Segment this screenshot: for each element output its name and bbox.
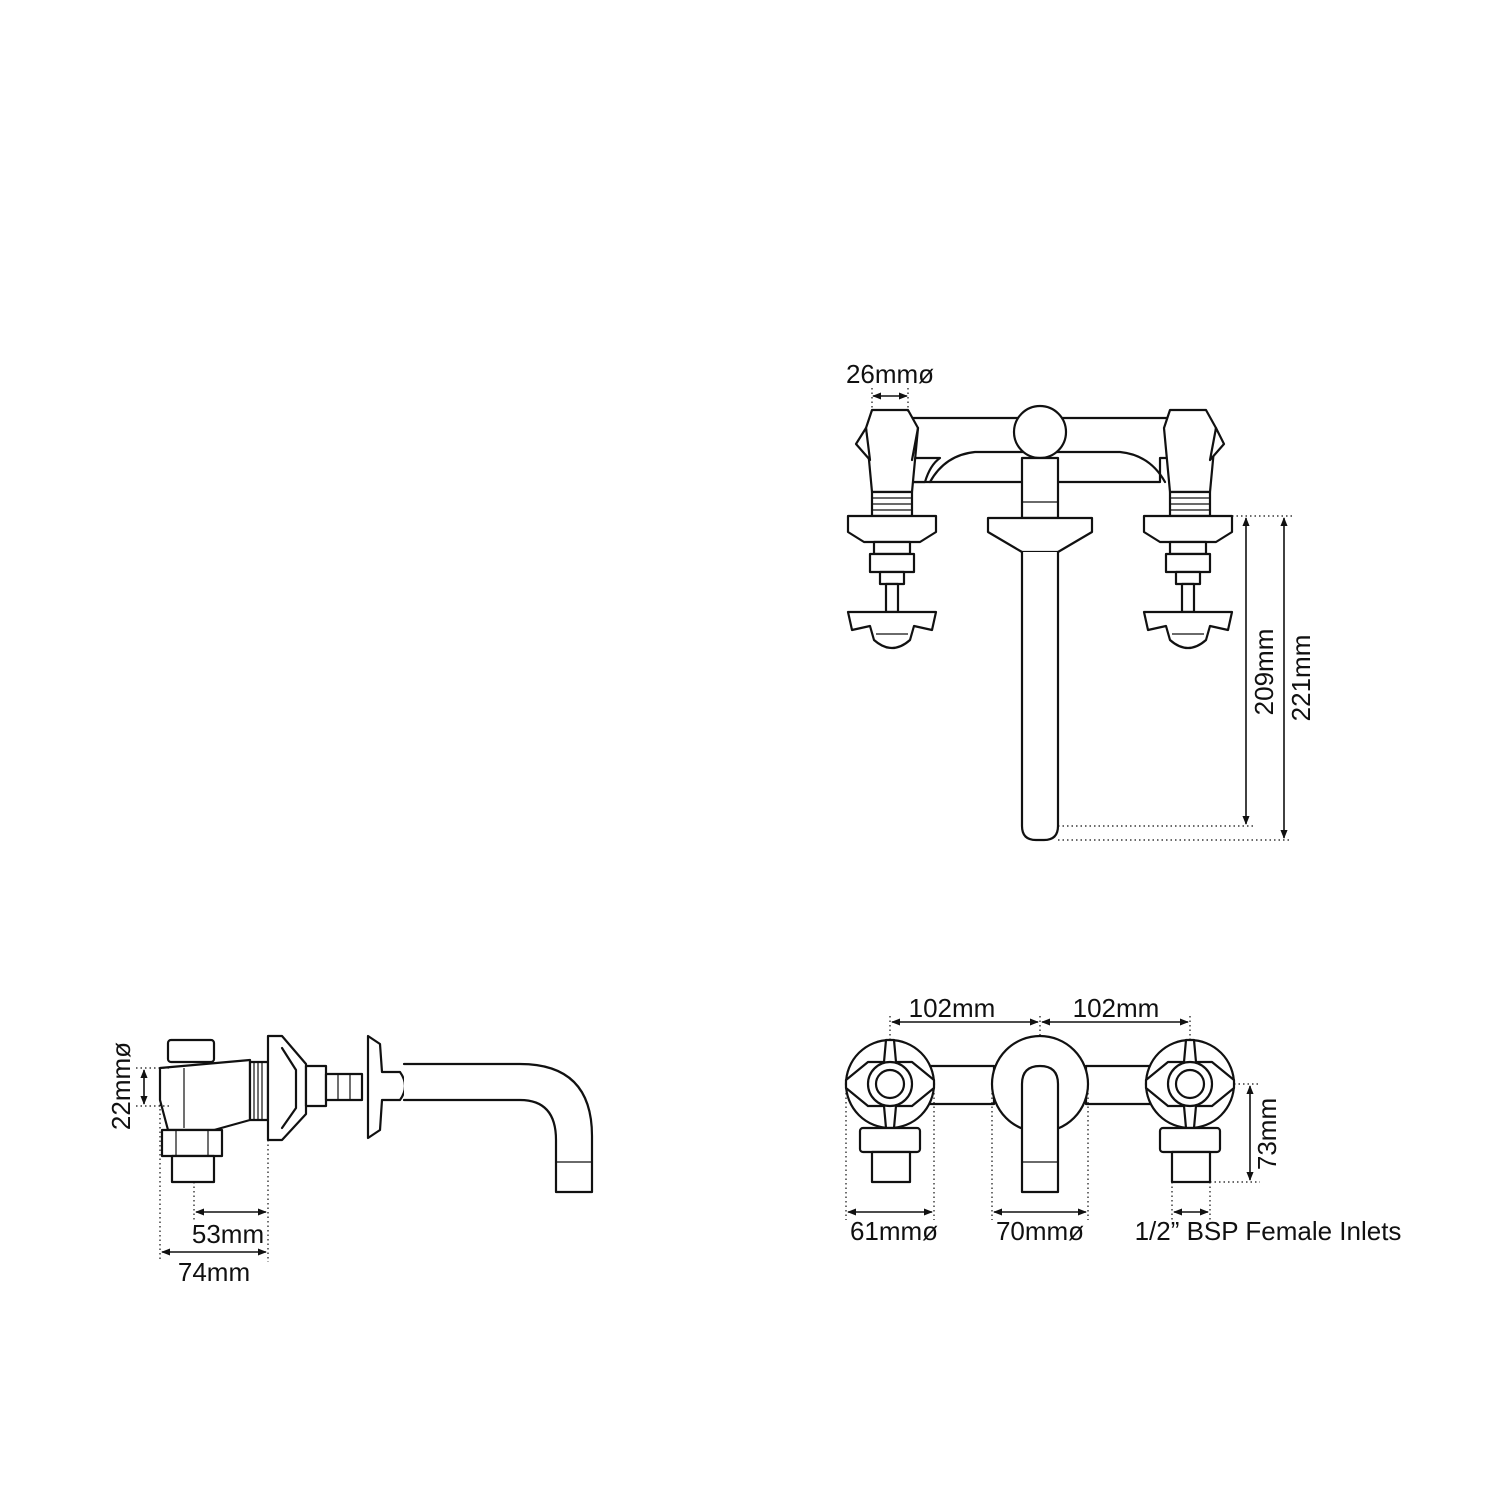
left-flange xyxy=(846,514,938,544)
inlet-tail xyxy=(170,1154,216,1184)
valve-plate-diameter-label: 61mmø xyxy=(850,1216,938,1246)
spindle-shroud xyxy=(304,1064,328,1108)
spout-plate-diameter-label: 70mmø xyxy=(996,1216,1084,1246)
wall-flange xyxy=(266,1034,308,1142)
inlet-height-label: 73mm xyxy=(1252,1098,1282,1170)
inlet-cap xyxy=(166,1038,216,1064)
spout-collar xyxy=(986,516,1094,554)
left-connector xyxy=(928,1064,996,1106)
center-ball xyxy=(1012,404,1068,460)
side-cross-handle xyxy=(366,1034,407,1140)
right-inlet xyxy=(1170,1150,1212,1184)
right-cross-handle xyxy=(1142,610,1234,650)
handle-diameter-label: 26mmø xyxy=(846,359,934,389)
spout-drop-outer-label: 221mm xyxy=(1286,635,1316,722)
spout-drop-inner-label: 209mm xyxy=(1249,629,1279,716)
hex-nut xyxy=(160,1128,224,1158)
plan-view: 102mm 102mm 61mmø 70mmø 1/2” BSP Female … xyxy=(844,993,1402,1246)
side-thread xyxy=(248,1060,270,1122)
center-stem xyxy=(1020,456,1060,520)
left-handle-head xyxy=(864,408,920,494)
inlet-note-label: 1/2” BSP Female Inlets xyxy=(1135,1216,1402,1246)
right-handle-head xyxy=(1162,408,1218,494)
center-spout xyxy=(1020,1064,1060,1194)
right-flange xyxy=(1142,514,1234,544)
side-view: 22mmø 53mm 74mm xyxy=(106,1034,594,1287)
overall-depth-label: 74mm xyxy=(178,1257,250,1287)
body-depth-label: 53mm xyxy=(192,1219,264,1249)
side-spout xyxy=(402,1062,594,1194)
centre-right-label: 102mm xyxy=(1073,993,1160,1023)
left-cross-handle xyxy=(846,610,938,650)
left-inlet xyxy=(870,1150,912,1184)
right-connector xyxy=(1084,1064,1152,1106)
spout-pipe xyxy=(1020,550,1060,842)
valve-body xyxy=(158,1058,252,1132)
inlet-diameter-label: 22mmø xyxy=(106,1042,136,1130)
front-view: 26mmø 209mm 221mm xyxy=(846,359,1316,842)
centre-left-label: 102mm xyxy=(909,993,996,1023)
